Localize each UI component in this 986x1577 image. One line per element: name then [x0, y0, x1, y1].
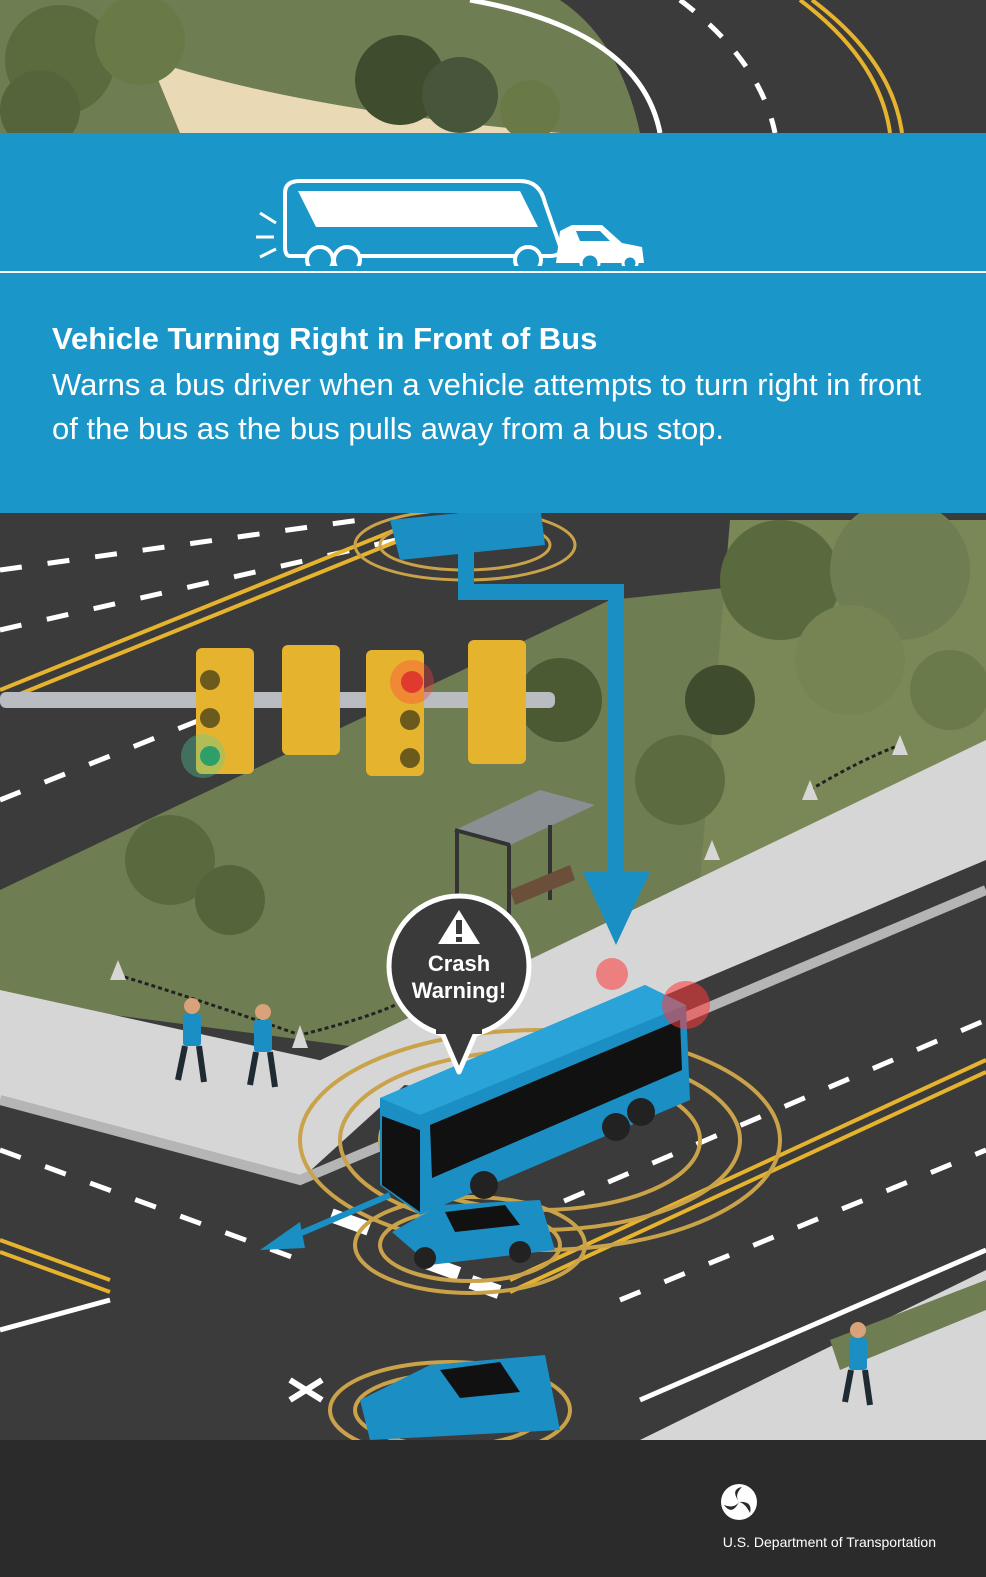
pickup-truck [360, 1355, 560, 1440]
top-lane-dashes [678, 0, 778, 134]
road-x-marking [288, 1377, 324, 1403]
footer: U.S. Department of Transportation [0, 1440, 986, 1577]
bus [380, 958, 710, 1215]
signal-head-2 [282, 645, 340, 755]
crash-warning-text: Crash Warning! [397, 950, 521, 1004]
yellow-center-lines [0, 518, 986, 1294]
crash-warning-line2: Warning! [411, 978, 507, 1003]
top-yellow-line-2 [810, 0, 904, 134]
bus-and-car-icon [256, 179, 644, 266]
banner-title: Vehicle Turning Right in Front of Bus [52, 321, 598, 356]
right-trees [518, 500, 986, 825]
car-path-arrow [283, 1192, 392, 1243]
dot-triskelion-logo [721, 1484, 757, 1520]
info-banner: Vehicle Turning Right in Front of Bus Wa… [0, 133, 986, 513]
lane-markings [0, 517, 986, 1403]
top-yellow-line-1 [798, 0, 892, 134]
pedestrians [175, 998, 873, 1406]
signal-head-1 [181, 648, 254, 778]
lower-left-sidewalk [0, 990, 410, 1180]
crash-warning-line1: Crash [427, 951, 491, 976]
curb-edge [0, 885, 986, 1186]
route-arrow-head [583, 872, 650, 945]
banner-divider [0, 271, 986, 273]
traffic-signal [0, 640, 555, 778]
bus-shelter [454, 790, 595, 925]
banner-description: Warns a bus driver when a vehicle attemp… [52, 367, 921, 446]
warning-triangle-icon [438, 910, 480, 944]
top-sidewalk-curve [150, 60, 560, 133]
turning-car [392, 1200, 555, 1269]
route-arrow-line [458, 505, 624, 880]
signal-head-3 [366, 650, 434, 776]
left-trees [125, 780, 310, 935]
car-path-arrow-head [260, 1222, 305, 1250]
top-road-edge-line [469, 0, 663, 134]
crash-warning-bubble [386, 893, 532, 1075]
lower-right-grass [830, 1280, 986, 1370]
agency-name: U.S. Department of Transportation [722, 1534, 936, 1550]
signal-head-4 [468, 640, 526, 764]
lower-right-sidewalk [640, 1270, 986, 1440]
top-trees [0, 0, 560, 150]
